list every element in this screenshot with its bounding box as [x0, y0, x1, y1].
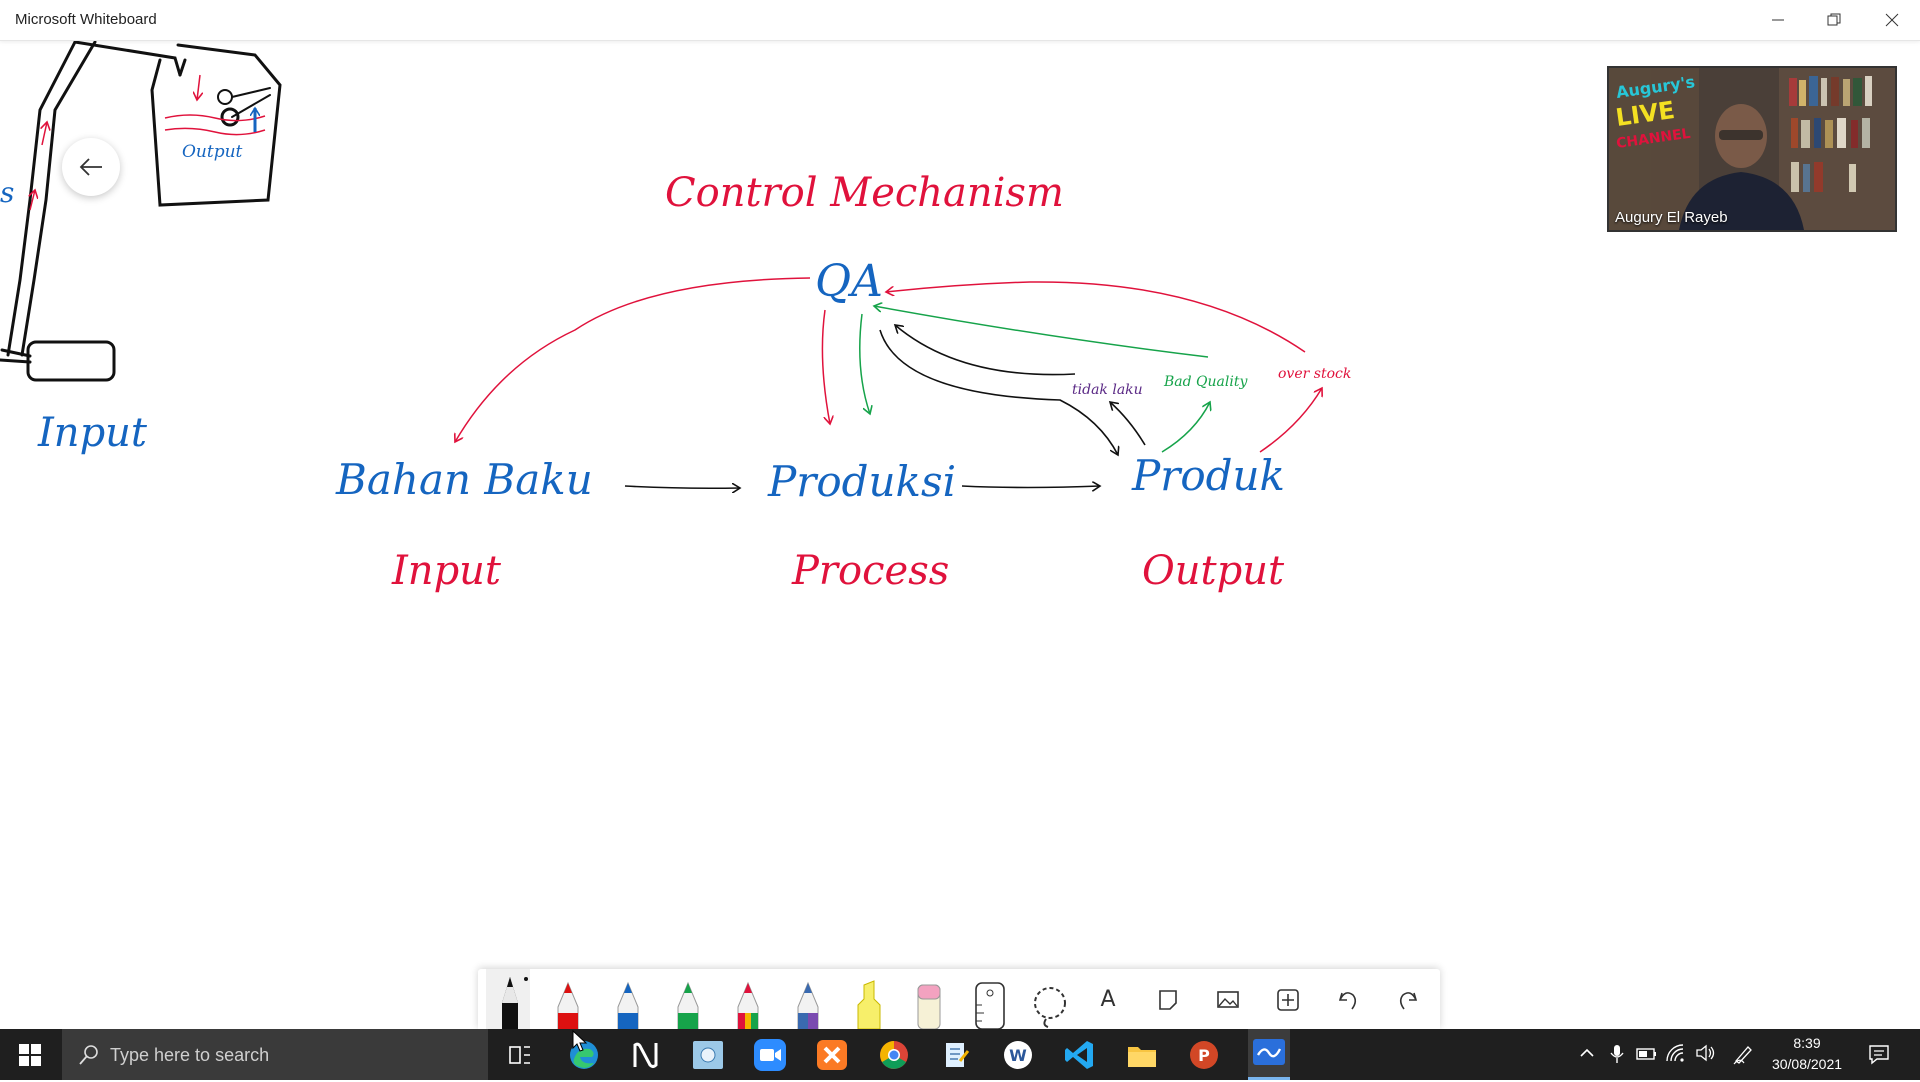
video-tile[interactable]: Augury's LIVE CHANNEL Augury El Rayeb	[1607, 66, 1897, 232]
green-pen-tool[interactable]	[668, 969, 708, 1030]
zoom-icon	[754, 1039, 786, 1071]
galaxy-pen-tool[interactable]	[788, 969, 828, 1030]
file-explorer-app[interactable]	[1124, 1037, 1160, 1073]
word-app[interactable]: W	[1000, 1037, 1036, 1073]
minimize-button[interactable]	[1750, 0, 1806, 40]
clock-time[interactable]: 8:39	[1793, 1035, 1821, 1051]
input-label: Input	[391, 548, 502, 594]
image-icon	[1217, 991, 1239, 1008]
search-icon	[79, 1045, 98, 1065]
over-stock-label: over stock	[1278, 366, 1351, 382]
insert-tool[interactable]	[1268, 969, 1308, 1029]
note-tool[interactable]	[1148, 969, 1188, 1029]
tidak-laku-label: tidak laku	[1072, 382, 1143, 398]
xampp-icon	[817, 1040, 847, 1070]
wifi-icon[interactable]	[1665, 1043, 1687, 1066]
notepad-app[interactable]	[938, 1037, 974, 1073]
bad-quality-label: Bad Quality	[1163, 374, 1248, 390]
produk-node: Produk	[1131, 451, 1285, 500]
text-tool[interactable]: A	[1100, 986, 1116, 1012]
notepad-icon	[946, 1043, 970, 1067]
vscode-icon	[1065, 1041, 1093, 1069]
whiteboard-canvas[interactable]: Output s Input Control Mechanism QA Baha…	[0, 40, 1920, 1028]
windows-logo-icon	[19, 1043, 41, 1066]
arrow-left-icon	[79, 158, 102, 176]
chrome-app[interactable]	[876, 1037, 912, 1073]
zoom-app[interactable]	[752, 1037, 788, 1073]
eraser-tool[interactable]	[908, 969, 948, 1030]
chrome-icon	[880, 1041, 908, 1069]
back-button[interactable]	[62, 138, 120, 196]
participant-name: Augury El Rayeb	[1615, 209, 1728, 226]
folder-icon	[1128, 1047, 1156, 1067]
svg-text:s: s	[0, 176, 14, 209]
clock-date[interactable]: 30/08/2021	[1771, 1056, 1843, 1072]
restore-button[interactable]	[1806, 0, 1862, 40]
chevron-up-icon[interactable]	[1578, 1044, 1596, 1065]
diagram-heading: Control Mechanism	[665, 170, 1064, 216]
task-view-icon	[509, 1046, 530, 1064]
pen-toolbar: A	[478, 969, 1440, 1030]
red-pen-tool[interactable]	[548, 969, 588, 1030]
undo-button[interactable]	[1328, 969, 1368, 1029]
whiteboard-app[interactable]	[1248, 1029, 1290, 1080]
powerpoint-icon: P	[1190, 1041, 1218, 1069]
left-sketch	[0, 40, 282, 382]
powerpoint-app[interactable]: P	[1186, 1037, 1222, 1073]
volume-icon[interactable]	[1695, 1043, 1717, 1066]
highlighter-tool[interactable]	[848, 969, 888, 1030]
word-icon: W	[1004, 1041, 1032, 1069]
app-title: Microsoft Whiteboard	[15, 11, 157, 28]
notion-app[interactable]	[628, 1037, 664, 1073]
sketch-output-label: Output	[182, 142, 243, 162]
note-icon	[1159, 990, 1177, 1010]
board-drawing: Output s Input Control Mechanism QA Baha…	[0, 40, 1351, 594]
microphone-icon[interactable]	[1608, 1043, 1626, 1068]
edge-icon	[570, 1041, 598, 1069]
mouse-cursor-icon	[572, 1030, 588, 1052]
pen-ink-icon[interactable]	[1732, 1043, 1754, 1068]
lasso-tool[interactable]	[1028, 969, 1072, 1029]
svg-text:P: P	[1198, 1046, 1210, 1065]
paint-icon	[693, 1041, 723, 1069]
notion-icon	[633, 1042, 658, 1068]
search-placeholder: Type here to search	[110, 1045, 270, 1065]
whiteboard-icon	[1253, 1039, 1285, 1065]
output-label: Output	[1142, 548, 1285, 594]
produksi-node: Produksi	[767, 457, 956, 506]
plus-box-icon	[1277, 989, 1299, 1011]
black-pen-tool[interactable]	[490, 969, 530, 1029]
participant-video: Augury's LIVE CHANNEL	[1609, 68, 1895, 230]
paint-app[interactable]	[690, 1037, 726, 1073]
start-button[interactable]	[0, 1029, 60, 1080]
redo-button[interactable]	[1388, 969, 1428, 1029]
bahan-baku-node: Bahan Baku	[335, 455, 593, 504]
edge-app[interactable]	[566, 1037, 602, 1073]
taskbar-search[interactable]: Type here to search	[62, 1029, 488, 1080]
xampp-app[interactable]	[814, 1037, 850, 1073]
taskbar: Type here to search W P	[0, 1029, 1920, 1080]
notifications-icon[interactable]	[1868, 1043, 1890, 1068]
ruler-tool[interactable]	[968, 969, 1012, 1030]
flow-arrows	[624, 325, 1146, 488]
sketch-input-label: Input	[37, 410, 148, 456]
task-view-button[interactable]	[502, 1037, 538, 1073]
vscode-app[interactable]	[1062, 1037, 1098, 1073]
red-arrows	[455, 277, 1322, 453]
blue-pen-tool[interactable]	[608, 969, 648, 1030]
battery-icon[interactable]	[1636, 1045, 1658, 1066]
title-bar: Microsoft Whiteboard	[0, 0, 1920, 41]
qa-node: QA	[815, 256, 883, 307]
process-label: Process	[791, 548, 949, 594]
image-tool[interactable]	[1208, 969, 1248, 1029]
green-arrows	[859, 306, 1210, 453]
rainbow-pen-tool[interactable]	[728, 969, 768, 1030]
undo-icon	[1338, 992, 1357, 1010]
svg-text:W: W	[1009, 1046, 1027, 1065]
close-button[interactable]	[1864, 0, 1920, 40]
redo-icon	[1399, 992, 1418, 1010]
